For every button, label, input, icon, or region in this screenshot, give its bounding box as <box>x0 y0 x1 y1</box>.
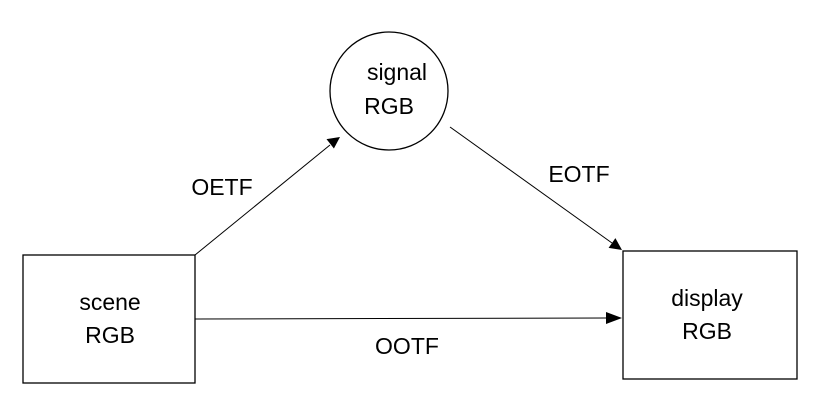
edge-ootf <box>194 312 622 324</box>
node-scene-label-line1: scene <box>79 289 140 315</box>
edge-ootf-arrowhead <box>606 312 622 324</box>
node-display-box <box>622 250 798 380</box>
edge-ootf-line <box>194 317 609 320</box>
edge-eotf <box>449 126 622 250</box>
edge-ootf-label: OOTF <box>375 333 439 359</box>
edge-oetf-arrowhead <box>326 137 340 149</box>
edge-oetf-line <box>194 144 331 256</box>
edge-oetf-label: OETF <box>191 174 252 200</box>
node-signal: signal RGB <box>329 31 449 151</box>
node-signal-label-line1: signal <box>367 59 427 85</box>
edge-eotf-line <box>449 126 613 244</box>
node-scene-label-line2: RGB <box>85 322 135 348</box>
node-display: display RGB <box>622 250 798 380</box>
node-display-label-line1: display <box>671 285 743 311</box>
node-display-label-line2: RGB <box>682 318 732 344</box>
edge-oetf <box>194 137 340 256</box>
node-signal-label-line2: RGB <box>364 93 414 119</box>
node-scene: scene RGB <box>22 254 196 384</box>
node-scene-box <box>22 254 196 384</box>
edge-eotf-label: EOTF <box>548 161 609 187</box>
node-signal-circle <box>329 31 449 151</box>
edge-eotf-arrowhead <box>608 238 622 250</box>
